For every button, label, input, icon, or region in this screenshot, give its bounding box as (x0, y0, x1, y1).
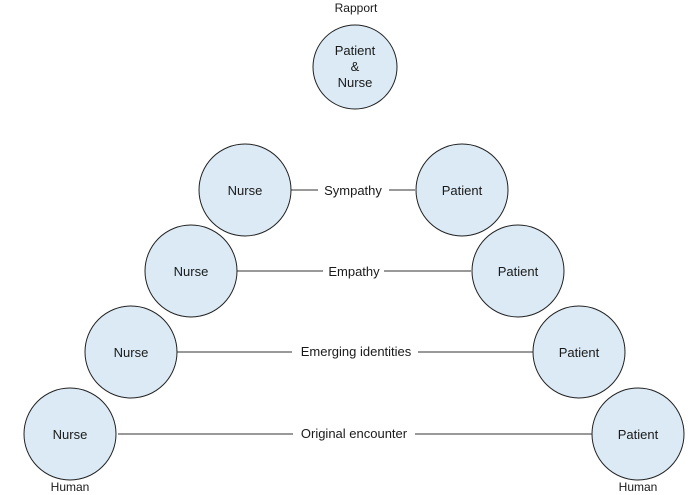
rapport-node-line-2: & (351, 59, 360, 74)
emerging-identities-label: Emerging identities (301, 344, 412, 359)
original-nurse-node (23, 387, 117, 481)
rapport-label: Rapport (335, 1, 378, 15)
empathy-nurse-label: Nurse (174, 264, 209, 279)
empathy-label: Empathy (328, 264, 380, 279)
original-patient-label: Patient (618, 427, 659, 442)
emerging-patient-label: Patient (559, 345, 600, 360)
sympathy-patient-node (415, 143, 509, 237)
emerging-nurse-label: Nurse (114, 345, 149, 360)
rapport-node: Patient & Nurse (312, 24, 398, 110)
empathy-patient-label: Patient (498, 264, 539, 279)
human-label-left: Human (51, 480, 90, 494)
original-nurse-label: Nurse (53, 427, 88, 442)
original-encounter-label: Original encounter (301, 426, 408, 441)
rapport-node-line-1: Patient (335, 43, 376, 58)
sympathy-nurse-label: Nurse (228, 183, 263, 198)
level-sympathy: Nurse Sympathy Patient (198, 143, 509, 237)
level-emerging-identities: Nurse Emerging identities Patient (84, 305, 626, 399)
level-original-encounter: Nurse Original encounter Patient (23, 387, 685, 481)
sympathy-patient-label: Patient (442, 183, 483, 198)
original-patient-node (591, 387, 685, 481)
empathy-patient-node (471, 224, 565, 318)
human-label-right: Human (619, 480, 658, 494)
empathy-nurse-node (144, 224, 238, 318)
level-empathy: Nurse Empathy Patient (144, 224, 565, 318)
sympathy-label: Sympathy (324, 183, 382, 198)
emerging-patient-node (532, 305, 626, 399)
emerging-nurse-node (84, 305, 178, 399)
sympathy-nurse-node (198, 143, 292, 237)
rapport-node-line-3: Nurse (338, 75, 373, 90)
